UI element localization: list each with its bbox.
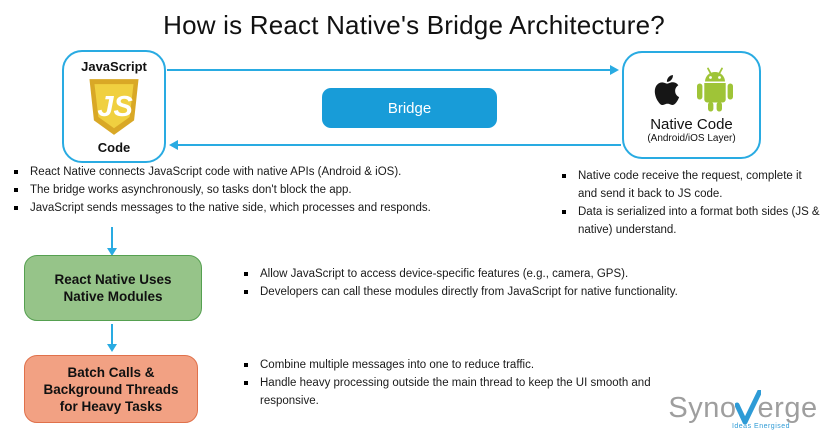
bridge-label: Bridge xyxy=(387,99,432,117)
list-item: Data is serialized into a format both si… xyxy=(556,203,820,239)
batch-calls-label: Batch Calls & Background Threads for Hea… xyxy=(43,364,179,414)
javascript-label: JavaScript xyxy=(81,59,147,74)
bullet-text: Allow JavaScript to access device-specif… xyxy=(260,268,629,280)
bullet-text: Developers can call these modules direct… xyxy=(260,286,678,298)
list-item: Allow JavaScript to access device-specif… xyxy=(238,265,813,283)
bullet-text: Data is serialized into a format both si… xyxy=(578,206,820,236)
arrow-js-to-native xyxy=(167,65,619,75)
batch-calls-bullet-list: Combine multiple messages into one to re… xyxy=(238,356,670,410)
native-code-box: Native Code (Android/iOS Layer) xyxy=(622,51,761,159)
native-modules-bullet-list: Allow JavaScript to access device-specif… xyxy=(238,265,813,301)
synoverge-logo: Syno erge Ideas Energised xyxy=(668,390,818,430)
native-modules-label: React Native Uses Native Modules xyxy=(54,272,172,304)
javascript-code-box: JavaScript JS Code xyxy=(62,50,166,163)
batch-calls-box: Batch Calls & Background Threads for Hea… xyxy=(24,355,198,423)
logo-text-part1: Syno xyxy=(668,392,737,424)
native-modules-box: React Native Uses Native Modules xyxy=(24,255,202,321)
code-label: Code xyxy=(97,140,131,155)
list-item: The bridge works asynchronously, so task… xyxy=(8,181,440,199)
list-item: Native code receive the request, complet… xyxy=(556,167,820,203)
arrow-native-to-js xyxy=(169,140,621,150)
native-code-sublabel: (Android/iOS Layer) xyxy=(647,133,736,144)
bullet-text: The bridge works asynchronously, so task… xyxy=(30,184,352,196)
js-logo-text: JS xyxy=(97,91,133,123)
list-item: Combine multiple messages into one to re… xyxy=(238,356,670,374)
bullet-text: React Native connects JavaScript code wi… xyxy=(30,166,402,178)
list-item: JavaScript sends messages to the native … xyxy=(8,199,440,217)
js-side-bullet-list: React Native connects JavaScript code wi… xyxy=(8,163,440,217)
arrow-down-to-batch-calls xyxy=(107,324,117,352)
native-icons-row xyxy=(649,66,735,114)
list-item: React Native connects JavaScript code wi… xyxy=(8,163,440,181)
logo-text-part2: erge xyxy=(757,392,818,424)
logo-tagline: Ideas Energised xyxy=(731,423,791,430)
arrow-down-to-native-modules xyxy=(107,227,117,256)
js-shield-icon: JS xyxy=(89,79,139,135)
checkmark-icon xyxy=(734,390,761,424)
native-code-label: Native Code xyxy=(650,116,733,133)
bullet-text: Combine multiple messages into one to re… xyxy=(260,359,535,371)
bridge-node: Bridge xyxy=(322,88,497,128)
android-icon xyxy=(696,67,733,112)
bullet-text: JavaScript sends messages to the native … xyxy=(30,202,431,214)
synoverge-wordmark: Syno erge xyxy=(668,390,818,424)
native-side-bullet-list: Native code receive the request, complet… xyxy=(556,167,820,239)
list-item: Developers can call these modules direct… xyxy=(238,283,813,301)
bullet-text: Native code receive the request, complet… xyxy=(578,170,802,200)
apple-icon xyxy=(654,75,679,106)
list-item: Handle heavy processing outside the main… xyxy=(238,374,670,410)
bullet-text: Handle heavy processing outside the main… xyxy=(260,377,651,407)
page-title: How is React Native's Bridge Architectur… xyxy=(163,10,665,40)
